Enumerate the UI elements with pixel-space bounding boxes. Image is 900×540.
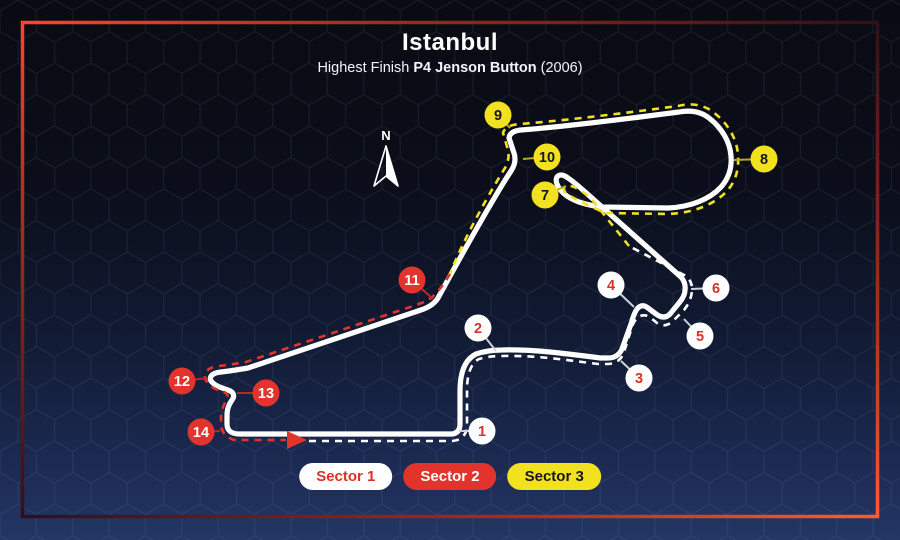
corner-number-1: 1 [478,424,486,440]
corner-marker-14 [187,418,215,446]
compass-n-label: N [381,128,390,143]
sector2-dash-line [203,273,452,442]
corner-number-7: 7 [541,188,549,204]
sector1-dash-line [309,244,694,443]
corner-marker-11 [398,266,426,294]
corner-marker-12 [168,367,196,395]
corner-number-13: 13 [258,386,274,402]
legend-pill-sector-1: Sector 1 [299,463,393,490]
corner-number-14: 14 [193,425,209,441]
corner-number-12: 12 [174,374,190,390]
corner-number-9: 9 [494,108,502,124]
circuit-subtitle: Highest Finish P4 Jenson Button (2006) [0,60,900,76]
corner-marker-10 [533,143,561,171]
track-outline [207,108,734,437]
corner-number-8: 8 [760,152,768,168]
direction-arrow-icon [287,431,307,449]
sector-legend: Sector 1 Sector 2 Sector 3 [299,463,601,490]
corner-number-11: 11 [404,273,419,289]
corner-number-5: 5 [696,329,704,345]
corner-number-6: 6 [712,281,720,297]
corner-number-10: 10 [539,150,555,166]
corner-marker-4 [597,271,625,299]
corner-marker-2 [464,314,492,342]
circuit-title: Istanbul [401,29,498,56]
legend-pill-sector-2: Sector 2 [403,463,497,490]
sector3-dash-line [448,103,740,275]
compass-north-icon: N [373,128,399,187]
corner-marker-9 [484,101,512,129]
subtitle-suffix: (2006) [536,60,583,77]
corner-marker-8 [750,145,778,173]
header: Istanbul Highest Finish P4 Jenson Button… [0,29,900,76]
corner-number-3: 3 [635,371,643,387]
corner-marker-7 [531,181,559,209]
subtitle-highlight: P4 Jenson Button [413,60,537,77]
corner-marker-3 [625,364,653,392]
corner-number-4: 4 [607,278,615,294]
frame-border [20,20,880,519]
subtitle-prefix: Highest Finish [317,60,414,77]
corner-marker-1 [468,417,496,445]
corner-number-2: 2 [474,321,482,337]
corner-marker-13 [252,379,280,407]
corner-marker-6 [702,274,730,302]
legend-pill-sector-3: Sector 3 [507,463,601,490]
corner-marker-5 [686,322,714,350]
